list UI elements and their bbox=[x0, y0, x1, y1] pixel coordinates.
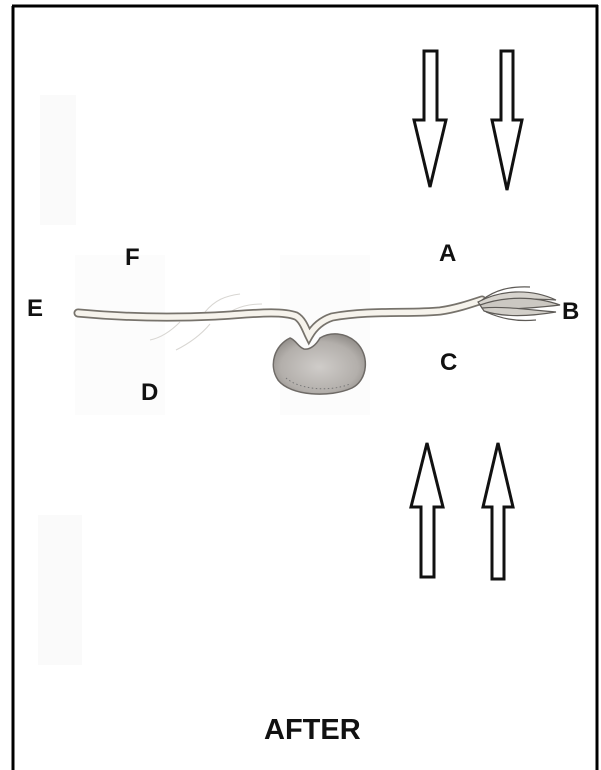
up-arrow-icon bbox=[483, 443, 513, 579]
seed bbox=[273, 334, 365, 394]
down-arrow-icon bbox=[414, 51, 446, 187]
label-b: B bbox=[562, 300, 579, 324]
label-e: E bbox=[27, 297, 43, 321]
leaf-bud bbox=[478, 287, 560, 321]
up-arrow-icon bbox=[411, 443, 443, 577]
label-a: A bbox=[439, 242, 456, 266]
label-f: F bbox=[125, 246, 140, 270]
label-c: C bbox=[440, 351, 457, 375]
root-hairs bbox=[150, 294, 262, 350]
diagram-caption: AFTER bbox=[264, 716, 361, 745]
label-d: D bbox=[141, 381, 158, 405]
down-arrow-icon bbox=[492, 51, 522, 190]
